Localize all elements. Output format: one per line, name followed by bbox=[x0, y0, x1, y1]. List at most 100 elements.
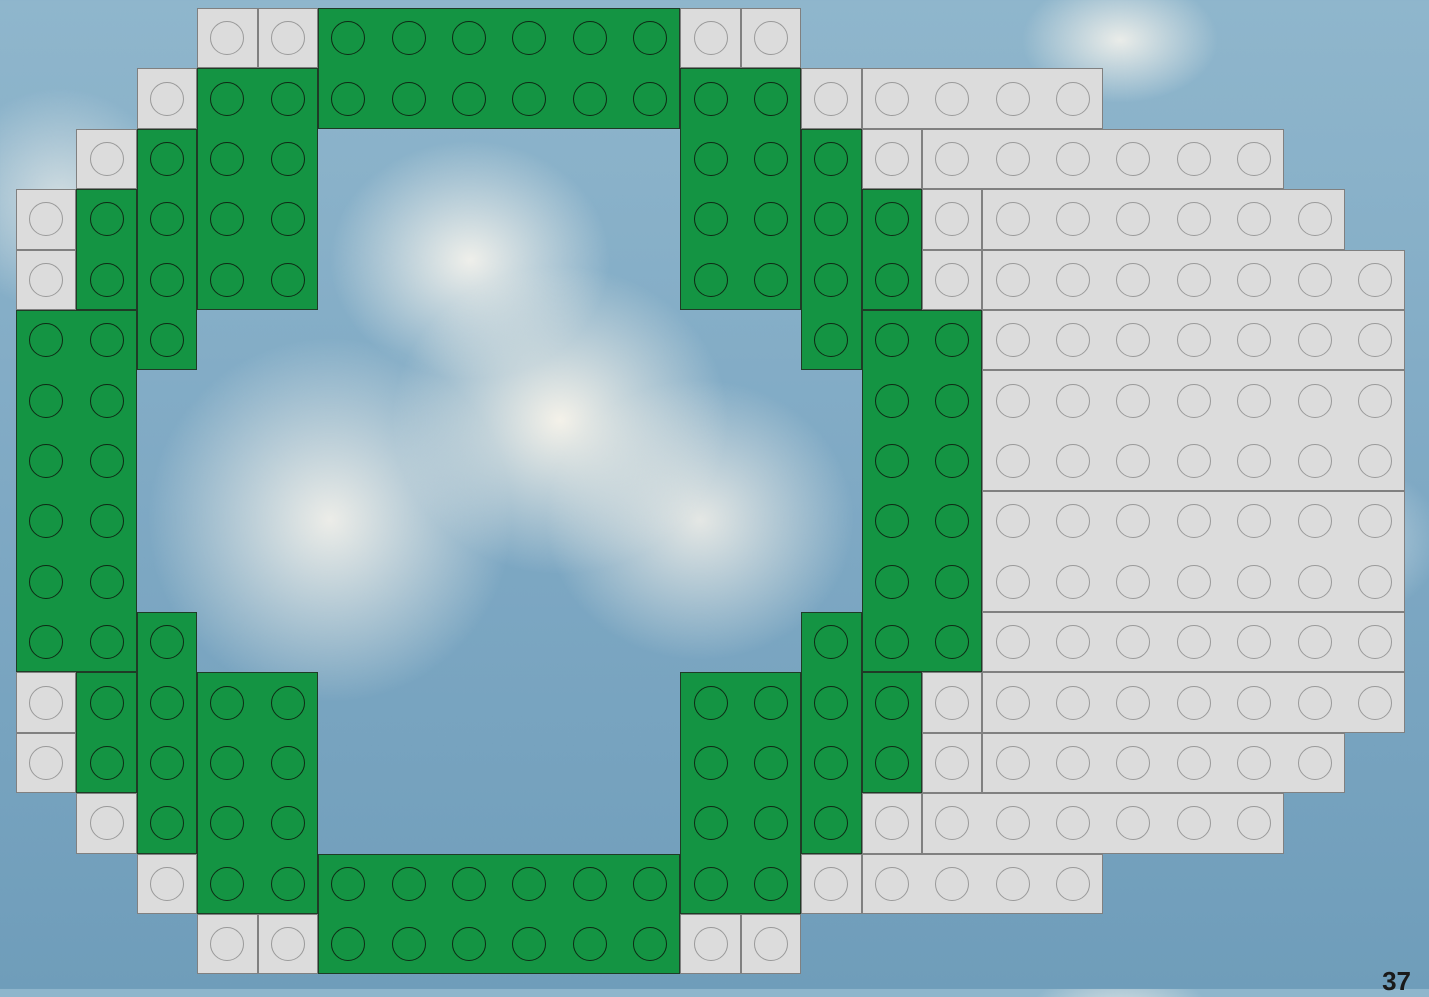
stud bbox=[1177, 746, 1211, 780]
stud bbox=[996, 202, 1030, 236]
stud bbox=[875, 867, 909, 901]
stud bbox=[996, 565, 1030, 599]
stud bbox=[814, 686, 848, 720]
stud bbox=[875, 625, 909, 659]
stud bbox=[90, 202, 124, 236]
stud bbox=[875, 323, 909, 357]
stud bbox=[150, 686, 184, 720]
stud bbox=[1358, 384, 1392, 418]
stud bbox=[90, 263, 124, 297]
stud bbox=[1056, 142, 1090, 176]
gray-plate bbox=[922, 793, 1284, 853]
stud bbox=[573, 867, 607, 901]
stud bbox=[694, 806, 728, 840]
stud bbox=[452, 867, 486, 901]
gray-plate bbox=[922, 129, 1284, 189]
stud bbox=[694, 927, 728, 961]
stud bbox=[996, 504, 1030, 538]
stud bbox=[271, 686, 305, 720]
stud bbox=[1237, 384, 1271, 418]
stud bbox=[1237, 142, 1271, 176]
stud bbox=[1056, 323, 1090, 357]
stud bbox=[210, 867, 244, 901]
stud bbox=[1237, 686, 1271, 720]
stud bbox=[29, 746, 63, 780]
stud bbox=[150, 625, 184, 659]
stud bbox=[935, 384, 969, 418]
stud bbox=[875, 142, 909, 176]
stud bbox=[1177, 686, 1211, 720]
stud bbox=[90, 746, 124, 780]
stud bbox=[935, 565, 969, 599]
stud bbox=[996, 384, 1030, 418]
stud bbox=[754, 746, 788, 780]
stud bbox=[29, 384, 63, 418]
stud bbox=[694, 746, 728, 780]
stud bbox=[271, 21, 305, 55]
stud bbox=[512, 82, 546, 116]
stud bbox=[935, 263, 969, 297]
stud bbox=[1358, 444, 1392, 478]
stud bbox=[1177, 504, 1211, 538]
stud bbox=[150, 746, 184, 780]
stud bbox=[875, 384, 909, 418]
stud bbox=[633, 867, 667, 901]
stud bbox=[1177, 565, 1211, 599]
stud bbox=[90, 504, 124, 538]
stud bbox=[1177, 263, 1211, 297]
green-plate bbox=[318, 854, 680, 975]
stud bbox=[392, 21, 426, 55]
stud bbox=[935, 867, 969, 901]
stud bbox=[754, 21, 788, 55]
stud bbox=[935, 686, 969, 720]
stud bbox=[392, 927, 426, 961]
stud bbox=[331, 867, 365, 901]
stud bbox=[875, 202, 909, 236]
stud bbox=[1177, 444, 1211, 478]
stud bbox=[1177, 142, 1211, 176]
stud bbox=[1358, 686, 1392, 720]
stud bbox=[875, 686, 909, 720]
stud bbox=[996, 323, 1030, 357]
stud bbox=[90, 444, 124, 478]
stud bbox=[754, 927, 788, 961]
stud bbox=[1298, 504, 1332, 538]
stud bbox=[875, 746, 909, 780]
stud bbox=[875, 504, 909, 538]
stud bbox=[452, 82, 486, 116]
green-plate bbox=[318, 8, 680, 129]
stud bbox=[1237, 565, 1271, 599]
stud bbox=[1358, 625, 1392, 659]
stud bbox=[1177, 202, 1211, 236]
stud bbox=[573, 82, 607, 116]
stud bbox=[392, 867, 426, 901]
stud bbox=[996, 142, 1030, 176]
stud bbox=[90, 384, 124, 418]
stud bbox=[90, 625, 124, 659]
green-plate bbox=[862, 310, 983, 672]
stud bbox=[1237, 746, 1271, 780]
stud bbox=[694, 142, 728, 176]
gray-plate bbox=[982, 189, 1344, 249]
stud bbox=[875, 806, 909, 840]
stud bbox=[90, 565, 124, 599]
stud bbox=[1358, 263, 1392, 297]
stud bbox=[875, 263, 909, 297]
stud bbox=[150, 263, 184, 297]
stud bbox=[996, 444, 1030, 478]
stud bbox=[1358, 565, 1392, 599]
stud bbox=[996, 625, 1030, 659]
stud bbox=[271, 746, 305, 780]
stud bbox=[1056, 384, 1090, 418]
stud bbox=[1298, 384, 1332, 418]
stud bbox=[1177, 323, 1211, 357]
stud bbox=[392, 82, 426, 116]
stud bbox=[29, 263, 63, 297]
stud bbox=[573, 21, 607, 55]
stud bbox=[1298, 686, 1332, 720]
stud bbox=[1116, 565, 1150, 599]
stud bbox=[150, 82, 184, 116]
stud bbox=[271, 927, 305, 961]
stud bbox=[271, 202, 305, 236]
stud bbox=[935, 444, 969, 478]
